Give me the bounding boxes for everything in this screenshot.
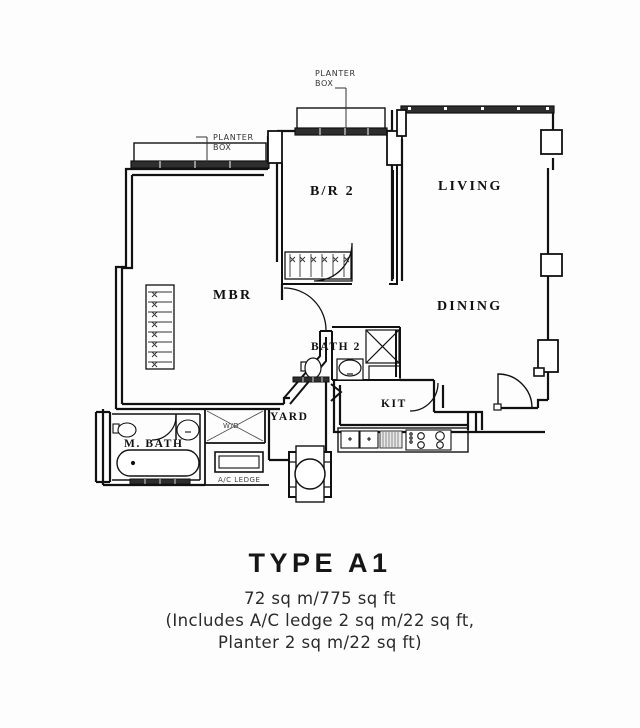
kitchen-door-swing (409, 382, 439, 412)
planter-box-left-label-line2: BOX (213, 143, 231, 152)
planter-box-top (294, 107, 388, 136)
br2-wall-columns (267, 130, 403, 166)
br2-walls (281, 163, 398, 285)
dining-lower-jamb (533, 367, 545, 377)
caption-line-3: Planter 2 sq m/22 sq ft) (217, 633, 423, 652)
room-label-br2: B/R 2 (310, 184, 355, 199)
mbr-walls (120, 173, 264, 404)
kit-dining-divider (468, 410, 484, 430)
mbath-bathtub (116, 449, 200, 477)
room-label-kit: KIT (381, 398, 407, 410)
caption-line-1: 72 sq m/775 sq ft (243, 589, 397, 608)
service-area-walls (204, 408, 269, 486)
mbath-base-band (129, 478, 191, 485)
ac-ledge-unit (214, 451, 264, 473)
mbr-door-swing (283, 287, 327, 331)
br2-door-swing (313, 242, 353, 282)
planter-box-left-label-line1: PLANTER (213, 133, 254, 142)
room-label-dining: DINING (437, 299, 502, 314)
entrance-door-leaf (493, 403, 502, 411)
bath2-shower (365, 329, 400, 364)
caption-block: TYPE A1 72 sq m/775 sq ft (Includes A/C … (0, 548, 640, 654)
ac-ledge-label: A/C LEDGE (218, 476, 260, 484)
service-shaft-fixture (288, 445, 332, 503)
room-label-mbr: MBR (213, 288, 252, 303)
bath2-base-band (292, 376, 330, 383)
living-left-jamb (396, 109, 407, 137)
living-right-jambs (537, 129, 563, 373)
page-title: TYPE A1 (248, 548, 392, 578)
mbr-wardrobe (145, 284, 175, 370)
washer-dryer-label: W/D (223, 422, 239, 430)
floor-plan-svg: PLANTER BOX PLANTER BOX (94, 69, 563, 503)
living-dining-walls (400, 108, 555, 400)
yard-riser-arrow (330, 383, 343, 402)
planter-box-left (130, 142, 270, 169)
mbath-wc (112, 422, 137, 438)
mbr-lower-walls (116, 284, 290, 411)
bath2-counter (368, 365, 401, 381)
br2-wardrobe (284, 251, 352, 280)
bath2-basin (336, 358, 364, 381)
planter-box-top-label-line1: PLANTER (315, 69, 356, 78)
room-label-mbath: M. BATH (124, 438, 184, 450)
room-label-yard: YARD (270, 411, 309, 423)
washer-dryer-marks (206, 410, 264, 442)
entrance-door-swing (497, 373, 533, 409)
floor-plan-drawing: PLANTER BOX PLANTER BOX (94, 69, 563, 503)
yard-diagonal-walls (283, 330, 332, 405)
mbath-walls (94, 409, 205, 487)
planter-box-top-leader (335, 87, 347, 128)
living-top-glazing (400, 105, 555, 114)
room-label-living: LIVING (438, 179, 503, 194)
mbath-basin (176, 419, 200, 441)
kitchen-counter (337, 427, 469, 453)
room-label-bath2: BATH 2 (311, 341, 361, 353)
mbath-door-swing (151, 415, 177, 441)
planter-box-top-label-line2: BOX (315, 79, 333, 88)
caption-line-2: (Includes A/C ledge 2 sq m/22 sq ft, (165, 611, 475, 630)
planter-box-left-leader (196, 136, 208, 162)
